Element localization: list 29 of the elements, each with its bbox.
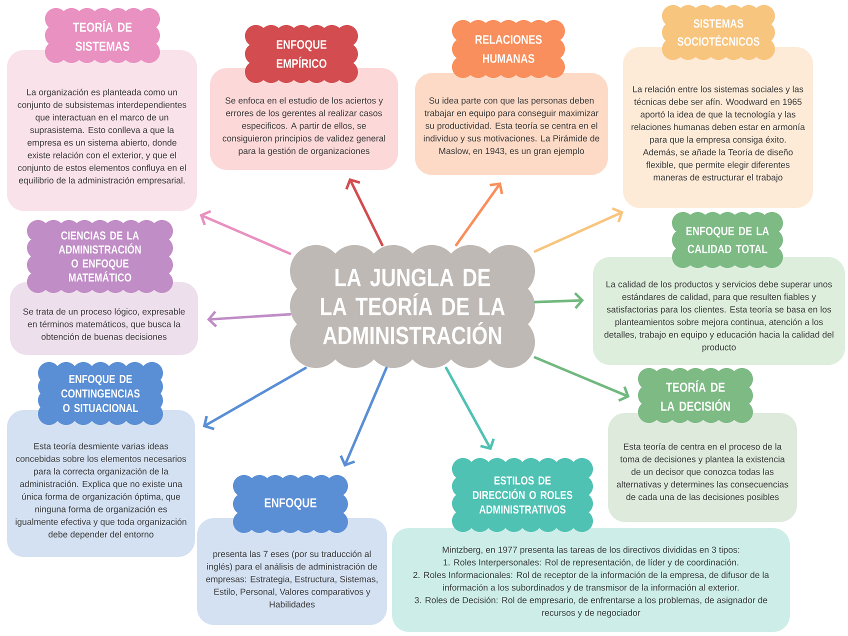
heading-cloud: LA JUNGLA DE LA TEORÍA DE LA ADMINISTRACIÓN [290,245,535,368]
heading-cloud: RELACIONES HUMANAS [452,20,565,78]
arrow [454,182,504,246]
heading-cloud: SISTEMAS SOCIOTÉCNICOS [662,5,775,60]
heading-cloud: TEORÍA DE LA DECISIÓN [638,368,753,423]
heading-cloud: ENFOQUE [233,475,348,533]
text-box: La relación entre los sistemas sociales y las técnicas debe ser afín. Woodward en 1965 aportó la idea de que la tecnología y las relaciones humanas deben estar en armonía para que la empresa consiga éxito. Además, se añade la Teoría de diseño flexible, que permite elegir diferentes maneras de estructurar el trabajo [623,47,813,208]
arrow [444,366,495,450]
arrow [345,178,384,246]
text-box: Su idea parte con que las personas deben trabajar en equipo para conseguir maximizar su productividad. Esta teoría se centra en el individuo y sus motivaciones. La Pirámide de Maslow, en 1943, es un gran ejemplo [415,73,608,175]
arrow [534,292,584,309]
arrow [534,356,630,402]
arrow [340,366,388,467]
text-box: presenta las 7 eses (por su traducción al inglés) para el análisis de administración de empresas: Estrategia, Estructura, Sistemas, Estilo, Personal, Valores comparativos y Habilidades [197,518,387,625]
arrow [207,310,292,328]
text-box: Esta teoría de centra en el proceso de la toma de decisiones y plantea la existencia de un decisor que conozca todas las alternativas y determines las consecuencias de cada una de las decisiones posibles [608,413,797,522]
text-box: Se enfoca en el estudio de los aciertos y errores de los gerentes al realizar casos especificos. A partir de ellos, se consiguieron principios de validez general para la gestión de organizaciones [210,68,398,170]
heading-cloud: TEORÍA DE SISTEMAS [45,8,160,63]
heading-cloud: ESTILOS DE DIRECCIÓN O ROLES ADMINISTRATIVOS [452,458,593,532]
text-box: La organización es planteada como un conjunto de subsistemas interdependientes que interactuan en el marco de un suprasistema. Esto conlleva a que la empresa es un sistema abierto, donde existe relación con el exterior, y que el conjunto de estos elementos confluya en el equilibrio de la administración empresarial. [7,50,197,211]
text-box: Mintzberg, en 1977 presenta las tareas de los directivos divididas en 3 tipos: 1. Roles Interpersonales: Rol de representación, de líder y de coordinación. 2. Roles Informacionales: Rol de receptor de la información de la empresa, de difusor de la información a los subordinados y de transmisor de la información al exterior. 3. Roles de Decisión: Rol de empresario, de enfrentarse a los problemas, de asignador de recursos y de negociador [392,528,790,632]
heading-cloud: ENFOQUE DE LA CALIDAD TOTAL [672,212,783,268]
text-box: La calidad de los productos y servicios debe superar unos estándares de calidad, para que resulten fiables y satisfactorias para los clientes. Esta teoría se basa en los planteamientos sobre mejora continua, atención a los detalles, trabajo en equipo y educación hacia la calidad del producto [593,257,845,365]
arrow [200,210,292,255]
arrow [202,366,307,430]
heading-cloud: CIENCIAS DE LA ADMINISTRACIÓN O ENFOQUE MATEMÁTICO [27,220,173,293]
arrow [534,207,624,253]
heading-cloud: ENFOQUE DE CONTINGENCIAS O SITUACIONAL [38,362,163,425]
heading-cloud: ENFOQUE EMPÍRICO [245,25,358,83]
